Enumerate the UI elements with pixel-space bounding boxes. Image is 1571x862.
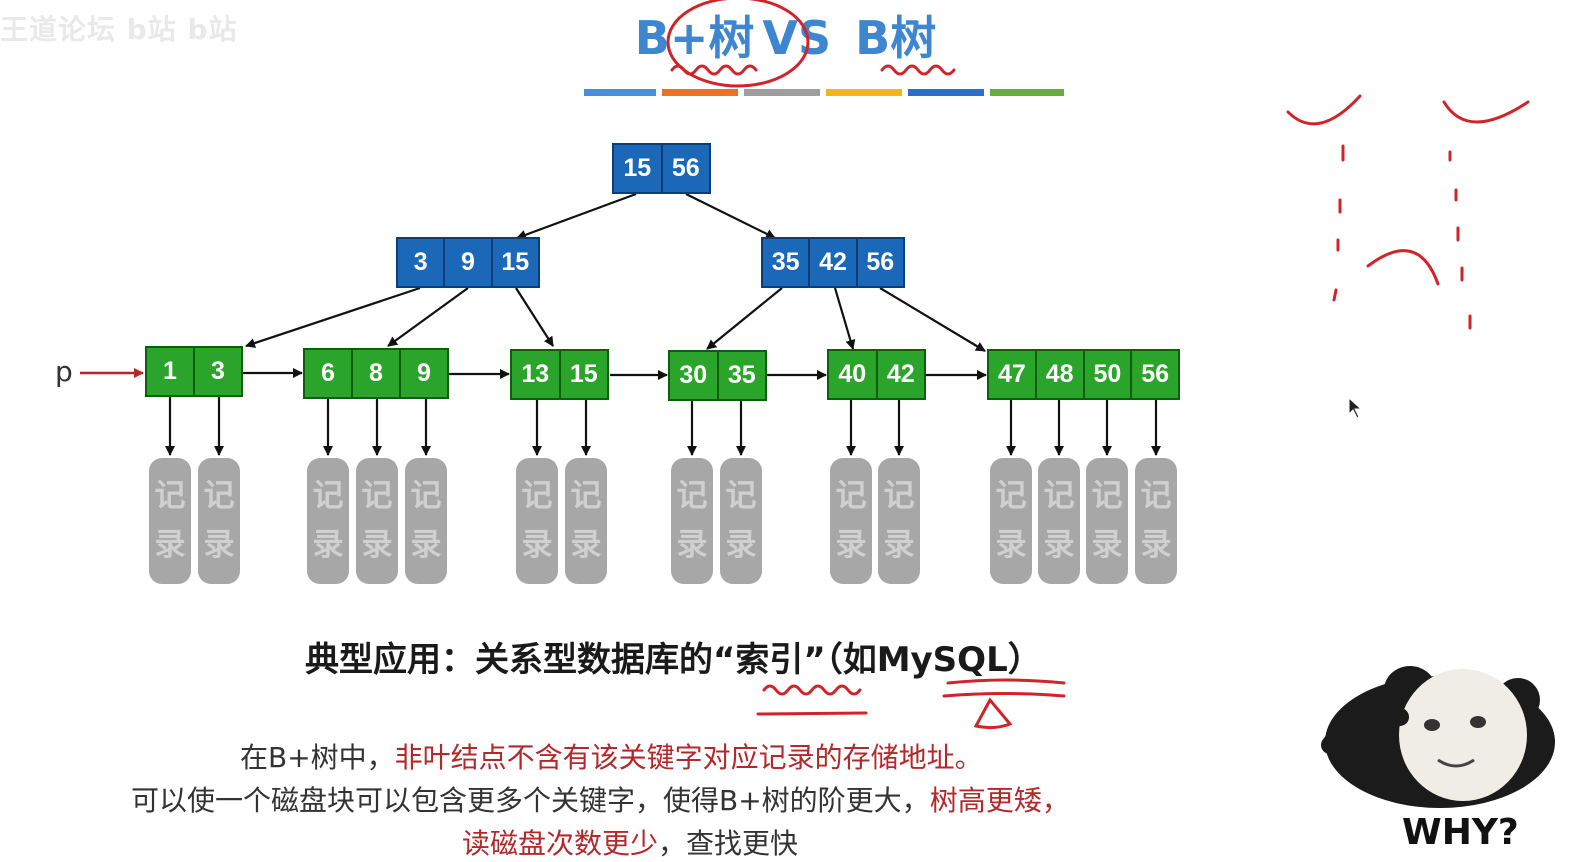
edge-l1-leaf2 (387, 287, 469, 347)
pointer-label: p (55, 355, 73, 388)
doodle-left (1286, 94, 1362, 126)
leaf-node-1: 1 3 (145, 346, 243, 397)
application-heading: 典型应用：关系型数据库的“索引”（如MySQL） (305, 640, 1042, 680)
key: 1 (147, 348, 195, 395)
explanation-line-3: 读磁盘次数更少，查找更快 (462, 827, 799, 860)
edge-root-right (685, 193, 776, 239)
key: 56 (866, 248, 895, 276)
key: 13 (512, 351, 561, 398)
record: 记录 (307, 458, 349, 584)
leaf-node-3: 13 15 (510, 349, 609, 400)
record: 记录 (1086, 458, 1128, 584)
key: 3 (211, 357, 225, 385)
cursor-icon (1348, 396, 1363, 419)
key: 40 (829, 351, 878, 398)
explanation-line-1: 在B+树中，非叶结点不含有该关键字对应记录的存储地址。 (240, 741, 983, 774)
edge-l1-leaf3 (515, 287, 554, 347)
record: 记录 (198, 458, 240, 584)
key: 3 (398, 239, 446, 286)
record: 记录 (878, 458, 920, 584)
key: 47 (989, 351, 1037, 398)
edge-root-left (516, 192, 637, 240)
squiggle-index (762, 684, 862, 696)
key: 15 (501, 248, 530, 276)
explanation-line-2: 可以使一个磁盘块可以包含更多个关键字，使得B+树的阶更大，树高更矮， (131, 784, 1070, 817)
dash-right (1448, 150, 1472, 330)
record: 记录 (720, 458, 762, 584)
key: 35 (763, 239, 811, 286)
dash-left (1332, 144, 1345, 302)
leaf-node-4: 30 35 (668, 350, 767, 401)
key: 56 (671, 154, 700, 182)
record: 记录 (830, 458, 872, 584)
key: 30 (670, 352, 719, 399)
edge-l1-leaf1 (245, 286, 421, 348)
key: 9 (445, 239, 493, 286)
key: 35 (727, 361, 756, 389)
doodle-right (1442, 100, 1530, 124)
mysql-mark (973, 697, 1013, 730)
internal-node-right: 35 42 56 (761, 237, 905, 288)
key: 15 (614, 145, 663, 192)
record: 记录 (356, 458, 398, 584)
circle-annotation (666, 0, 810, 88)
color-bar-6 (990, 89, 1064, 96)
key: 6 (305, 350, 353, 397)
color-bar-3 (744, 89, 820, 96)
underline-index (756, 711, 868, 716)
leaf-node-6: 47 48 50 56 (987, 349, 1180, 400)
color-bar-5 (908, 89, 984, 96)
record: 记录 (1135, 458, 1177, 584)
leaf-node-2: 6 8 9 (303, 348, 449, 399)
key: 50 (1085, 351, 1133, 398)
record: 记录 (565, 458, 607, 584)
record: 记录 (671, 458, 713, 584)
edge-r1-leaf5 (833, 287, 856, 350)
key: 42 (810, 239, 858, 286)
record: 记录 (1038, 458, 1080, 584)
root-node: 15 56 (612, 143, 711, 194)
key: 8 (353, 350, 401, 397)
title-b: B树 (855, 11, 937, 65)
key: 42 (886, 360, 915, 388)
underline-mysql-2 (942, 692, 1066, 698)
key: 48 (1037, 351, 1085, 398)
record: 记录 (990, 458, 1032, 584)
leaf-node-5: 40 42 (827, 349, 926, 400)
color-bar-1 (584, 89, 656, 96)
color-bar-2 (662, 89, 738, 96)
edge-r1-leaf6 (879, 287, 986, 352)
record: 记录 (405, 458, 447, 584)
doodle-mid (1366, 249, 1440, 286)
underline-mysql-1 (946, 678, 1066, 685)
color-bar-4 (826, 89, 902, 96)
key: 9 (417, 359, 431, 387)
record: 记录 (516, 458, 558, 584)
record: 记录 (149, 458, 191, 584)
squiggle-bplus (670, 64, 758, 76)
edge-r1-leaf4 (706, 287, 783, 350)
key: 15 (569, 360, 598, 388)
meme-caption: WHY? (1402, 812, 1519, 853)
internal-node-left: 3 9 15 (396, 237, 540, 288)
watermark: 王道论坛 b站 b站 (0, 13, 238, 46)
squiggle-b (880, 64, 956, 76)
key: 56 (1141, 360, 1170, 388)
title-bplus: B+树 (634, 11, 755, 65)
